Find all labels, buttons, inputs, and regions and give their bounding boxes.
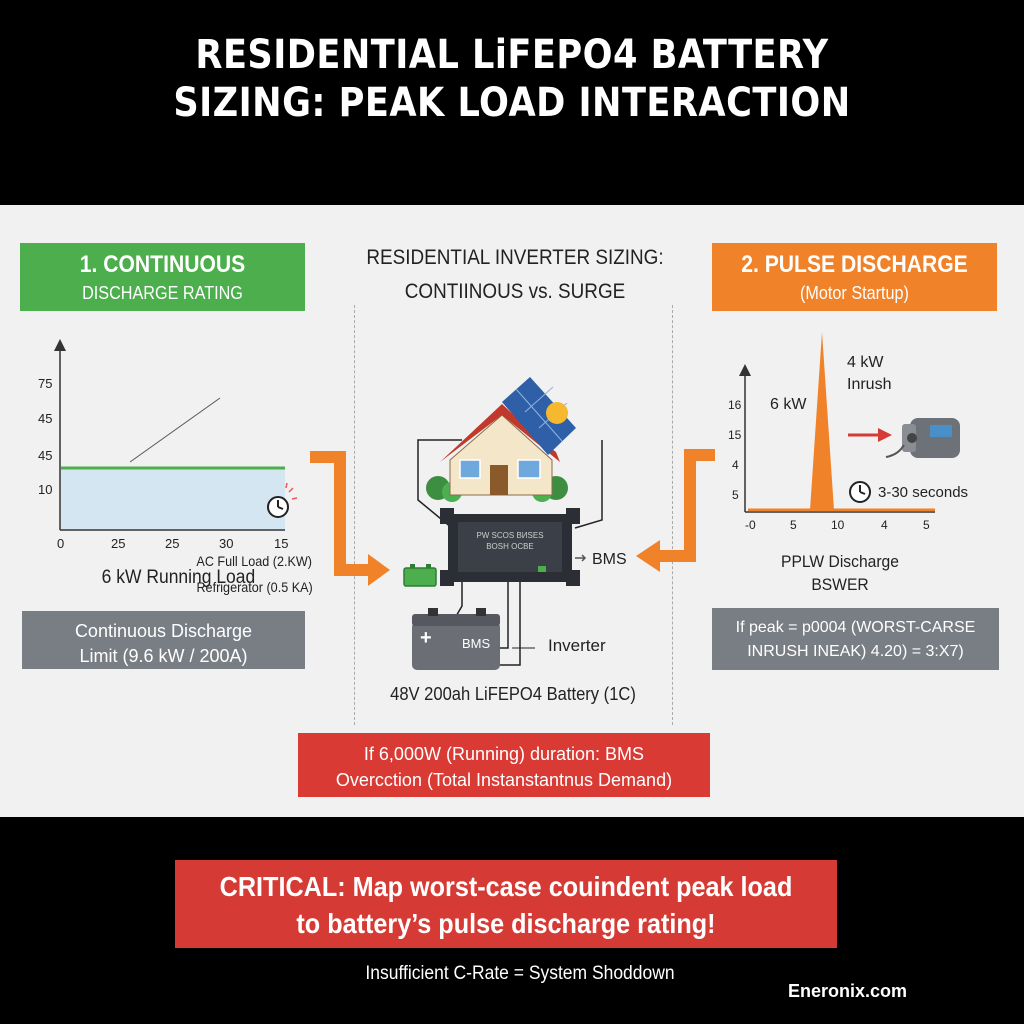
title-bar: RESIDENTIAL LiFEPO4 BATTERY SIZING: PEAK… xyxy=(0,0,1024,205)
right-x-tick: 5 xyxy=(923,518,930,532)
continuous-limit-box: Continuous Discharge Limit (9.6 kW / 200… xyxy=(22,611,305,669)
title-line-2: SIZING: PEAK LOAD INTERACTION xyxy=(173,80,851,126)
continuous-limit-line-2: Limit (9.6 kW / 200A) xyxy=(79,646,248,666)
battery-bms-label: BMS xyxy=(462,636,491,651)
left-orange-arrow xyxy=(310,451,390,586)
title-line-1: RESIDENTIAL LiFEPO4 BATTERY xyxy=(195,32,829,78)
duration-label: 3-30 seconds xyxy=(878,484,969,501)
left-y-tick: 45 xyxy=(38,411,53,426)
warning-box: If 6,000W (Running) duration: BMS Overcc… xyxy=(298,733,710,797)
red-arrow-icon xyxy=(848,428,892,442)
bms-side-label: BMS xyxy=(592,551,627,568)
lifepo4-battery xyxy=(412,608,500,670)
right-orange-arrow xyxy=(636,449,715,572)
left-x-tick: 0 xyxy=(57,536,65,551)
right-y-tick: 15 xyxy=(728,428,742,442)
battery-label: 48V 200ah LiFEPO4 Battery (1C) xyxy=(390,684,636,704)
pulse-formula-box: If peak = p0004 (WORST-CARSE INRUSH INEA… xyxy=(712,608,999,670)
center-title-line-2: CONTIINOUS vs. SURGE xyxy=(404,280,626,303)
right-y-tick: 5 xyxy=(732,488,739,502)
inverter-unit xyxy=(440,508,587,586)
pulse-header-subtitle: (Motor Startup) xyxy=(800,283,909,303)
left-x-tick: 30 xyxy=(219,536,234,551)
inverter-panel-line-1: PW SCOS ВИSES xyxy=(476,531,544,540)
critical-line-1: CRITICAL: Map worst-case couindent peak … xyxy=(219,871,793,902)
pulse-formula-line-2: INRUSH INEAK) 4.20) = 3:X7) xyxy=(747,643,964,660)
pulse-caption-line-1: PPLW Discharge xyxy=(781,552,899,571)
continuous-header-subtitle: DISCHARGE RATING xyxy=(82,283,243,303)
inverter-panel-text: PW SCOS ВИSES BOSH OCBE xyxy=(458,530,562,552)
clock-icon xyxy=(849,481,871,503)
battery-plus-sign: + xyxy=(420,627,432,649)
pulse-chart-caption: PPLW Discharge BSWER xyxy=(766,550,913,596)
continuous-header: 1. CONTINUOUS DISCHARGE RATING xyxy=(20,243,305,311)
inverter-label: Inverter xyxy=(548,636,606,655)
continuous-limit-line-1: Continuous Discharge xyxy=(74,621,253,641)
left-x-tick: 15 xyxy=(274,536,289,551)
continuous-header-title: 1. CONTINUOUS xyxy=(79,251,246,278)
right-x-tick: 5 xyxy=(790,518,797,532)
divider-right xyxy=(672,305,673,725)
base-load-label: 6 kW xyxy=(770,396,807,413)
right-y-tick: 4 xyxy=(732,458,739,472)
center-title: RESIDENTIAL INVERTER SIZING: CONTIINOUS … xyxy=(340,241,691,309)
bottom-note: Insufficient C-Rate = System Shoddown xyxy=(365,963,675,984)
critical-banner: CRITICAL: Map worst-case couindent peak … xyxy=(175,860,837,948)
inverter-panel-line-2: BOSH OCBE xyxy=(486,542,534,551)
annotation-leader-line xyxy=(129,397,221,463)
right-x-tick: 4 xyxy=(881,518,888,532)
left-y-tick: 10 xyxy=(38,482,53,497)
right-x-tick: 10 xyxy=(831,518,845,532)
small-battery-icon xyxy=(403,564,437,587)
annotation-ac-load: AC Full Load (2.KW) xyxy=(196,553,312,569)
inrush-spike xyxy=(748,332,834,510)
left-y-tick: 75 xyxy=(38,376,53,391)
peak-label: 4 kW xyxy=(847,354,884,371)
pulse-caption-line-2: BSWER xyxy=(811,575,869,594)
critical-line-2: to battery’s pulse discharge rating! xyxy=(296,908,716,939)
warning-line-1: If 6,000W (Running) duration: BMS xyxy=(363,744,645,764)
pulse-chart xyxy=(739,332,960,513)
motor-icon xyxy=(885,418,960,458)
divider-left xyxy=(354,305,355,725)
pulse-formula-line-1: If peak = p0004 (WORST-CARSE xyxy=(735,619,976,636)
pulse-header: 2. PULSE DISCHARGE (Motor Startup) xyxy=(712,243,997,311)
warning-line-2: Overcction (Total Instanstantnus Demand) xyxy=(335,770,673,790)
annotation-refrigerator: Refrigerator (0.5 KA) xyxy=(196,579,313,595)
running-load-area xyxy=(61,468,285,529)
center-title-line-1: RESIDENTIAL INVERTER SIZING: xyxy=(366,246,664,269)
clock-icon xyxy=(267,482,298,518)
left-x-tick: 25 xyxy=(165,536,180,551)
brand-logo: Eneronix.com xyxy=(788,981,908,1001)
house-icon xyxy=(417,377,603,529)
pulse-header-title: 2. PULSE DISCHARGE xyxy=(741,251,968,278)
continuous-chart xyxy=(54,339,298,531)
left-y-tick: 45 xyxy=(38,448,53,463)
running-load-label: 6 kW Running Load xyxy=(101,567,256,588)
inrush-label: Inrush xyxy=(847,376,892,393)
left-x-tick: 25 xyxy=(111,536,126,551)
right-y-tick: 16 xyxy=(728,398,742,412)
right-x-tick: -0 xyxy=(745,518,756,532)
